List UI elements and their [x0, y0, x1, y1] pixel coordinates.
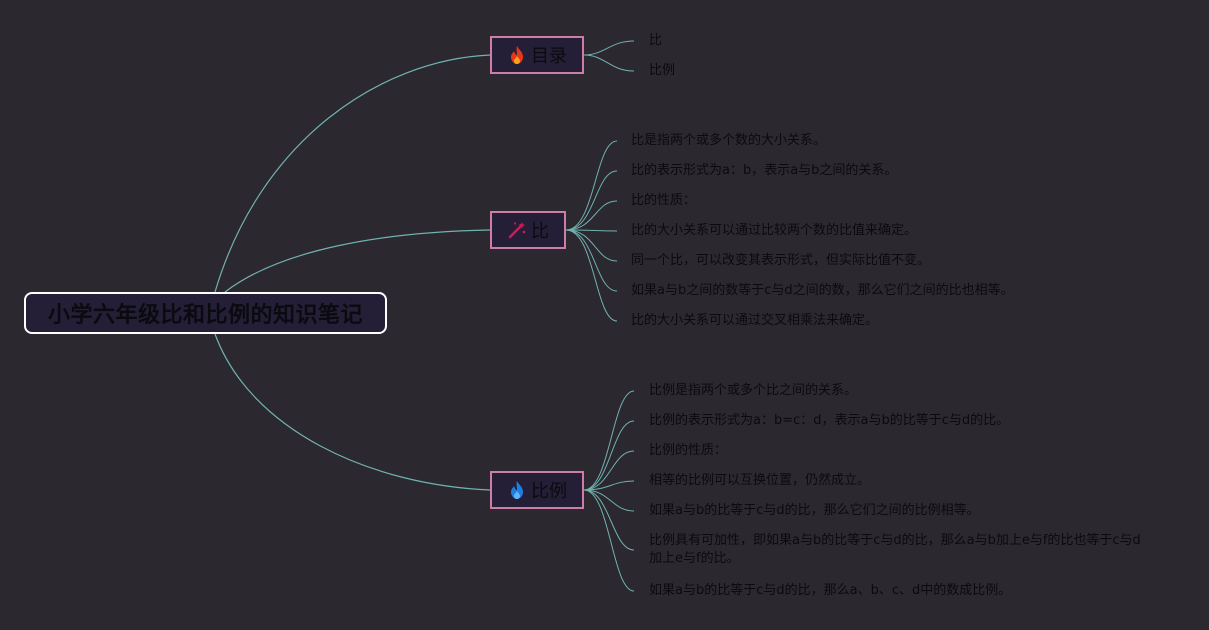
- leaf-ratio-item[interactable]: 比是指两个或多个数的大小关系。: [631, 133, 827, 148]
- link-ratio-leaf: [565, 170, 618, 231]
- leaf-ratio-item[interactable]: 比的性质：: [631, 193, 697, 208]
- link-proportion-leaf: [583, 390, 635, 491]
- link-proportion-leaf: [583, 489, 635, 592]
- leaf-proportion-item[interactable]: 比例的表示形式为a：b=c：d，表示a与b的比等于c与d的比。: [649, 413, 1010, 428]
- leaf-ratio-item[interactable]: 比的大小关系可以通过交叉相乘法来确定。: [631, 313, 879, 328]
- leaf-ratio-item[interactable]: 比的表示形式为a：b，表示a与b之间的关系。: [631, 163, 898, 178]
- link-ratio-leaf: [565, 229, 618, 322]
- leaf-proportion-item[interactable]: 相等的比例可以互换位置，仍然成立。: [649, 473, 871, 488]
- leaf-proportion-item[interactable]: 比例是指两个或多个比之间的关系。: [649, 383, 858, 398]
- link-proportion-leaf: [583, 489, 635, 551]
- branch-label: 比: [531, 221, 549, 242]
- leaf-proportion-item[interactable]: 如果a与b的比等于c与d的比，那么它们之间的比例相等。: [649, 503, 980, 518]
- branch-node-proportion[interactable]: 比例: [490, 471, 584, 509]
- link-ratio-leaf: [565, 200, 618, 231]
- leaf-toc-item[interactable]: 比例: [649, 63, 676, 78]
- leaf-toc-item[interactable]: 比: [649, 33, 663, 48]
- link-proportion-leaf: [583, 420, 635, 491]
- root-node[interactable]: 小学六年级比和比例的知识笔记: [24, 292, 387, 334]
- link-ratio-leaf: [565, 229, 618, 292]
- fire-blue-icon: [507, 480, 527, 500]
- root-title: 小学六年级比和比例的知识笔记: [47, 303, 363, 328]
- leaf-proportion-item[interactable]: 如果a与b的比等于c与d的比，那么a、b、c、d中的数成比例。: [649, 583, 1012, 598]
- leaf-ratio-item[interactable]: 比的大小关系可以通过比较两个数的比值来确定。: [631, 223, 918, 238]
- fire-red-icon: [507, 45, 527, 65]
- magic-wand-icon: [507, 220, 527, 240]
- link-ratio-leaf: [565, 140, 618, 231]
- link-root-toc: [214, 54, 491, 293]
- branch-node-toc[interactable]: 目录: [490, 36, 584, 74]
- link-ratio-leaf: [565, 229, 618, 232]
- link-toc-leaf: [583, 54, 635, 72]
- leaf-proportion-item[interactable]: 比例的性质：: [649, 443, 728, 458]
- link-ratio-leaf: [565, 229, 618, 262]
- link-root-ratio: [224, 229, 491, 293]
- link-root-proportion: [214, 333, 491, 491]
- leaf-ratio-item[interactable]: 如果a与b之间的数等于c与d之间的数，那么它们之间的比也相等。: [631, 283, 1014, 298]
- branch-node-ratio[interactable]: 比: [490, 211, 566, 249]
- link-toc-leaf: [583, 40, 635, 56]
- branch-label: 比例: [531, 481, 567, 502]
- branch-label: 目录: [531, 46, 567, 67]
- link-proportion-leaf: [583, 480, 635, 491]
- link-proportion-leaf: [583, 489, 635, 512]
- link-proportion-leaf: [583, 450, 635, 491]
- leaf-proportion-item[interactable]: 比例具有可加性，即如果a与b的比等于c与d的比，那么a与b加上e与f的比也等于c…: [649, 533, 1141, 566]
- leaf-ratio-item[interactable]: 同一个比，可以改变其表示形式，但实际比值不变。: [631, 253, 931, 268]
